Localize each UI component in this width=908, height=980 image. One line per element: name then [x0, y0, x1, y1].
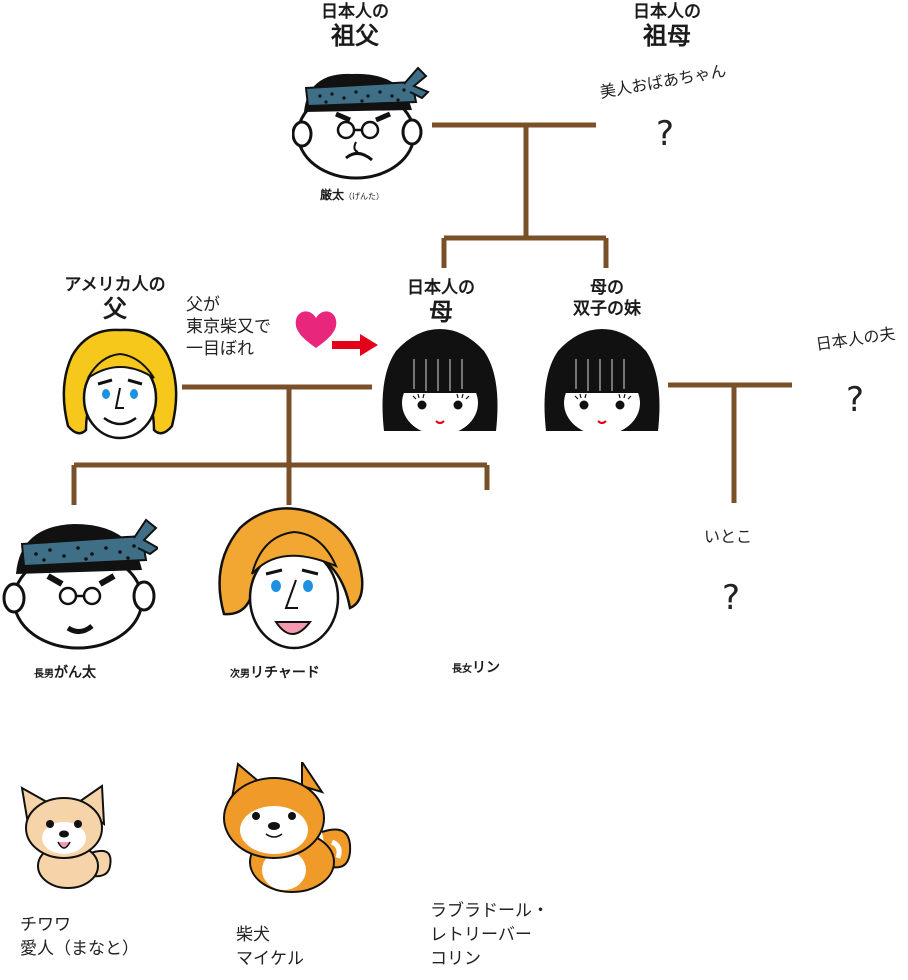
love-note-line3: 一目ぼれ: [186, 339, 254, 359]
love-note-line2: 東京柴又で: [186, 317, 271, 337]
grandmother-title-line1: 日本人の: [633, 2, 701, 22]
shiba-label-line1: 柴犬: [236, 925, 270, 945]
second-son-caption: 次男リチャード: [230, 662, 320, 682]
cousin-label: いとこ: [704, 527, 753, 546]
mother-bob-hair-face-icon: [378, 327, 502, 439]
eldest-son-face-icon: [2, 512, 158, 652]
aunt-title-line1: 母の: [590, 278, 624, 298]
eldest-daughter-name: リン: [472, 660, 500, 676]
grandfather-face-icon: [292, 62, 430, 182]
siblings-bar: [441, 235, 609, 268]
labrador-label-line3: コリン: [430, 949, 481, 969]
grandmother-title-line2: 祖母: [643, 21, 691, 50]
second-son-face-icon: [210, 504, 366, 654]
second-son-caption-prefix: 次男: [230, 669, 250, 680]
chihuahua-icon: [18, 784, 122, 890]
labrador-label-line2: レトリーバー: [430, 925, 532, 945]
blonde-father-face-icon: [58, 326, 182, 444]
eldest-daughter-caption-prefix: 長女: [452, 664, 472, 675]
aunt-title-line2: 双子の妹: [573, 299, 641, 319]
grandfather-title-line1: 日本人の: [321, 2, 389, 22]
uncle-unknown: ?: [846, 380, 865, 420]
love-note-line1: 父が: [186, 295, 220, 315]
heart-icon: [292, 306, 340, 354]
grandfather-name-caption: 厳太（げんた）: [320, 186, 384, 203]
cousin-unknown: ?: [722, 578, 741, 618]
father-title-line2: 父: [103, 294, 127, 323]
grandfather-name: 厳太: [320, 188, 345, 202]
mother-title-line1: 日本人の: [407, 278, 475, 298]
mother-title-line2: 母: [429, 297, 453, 326]
father-title-line1: アメリカ人の: [64, 275, 166, 295]
children-bar: [71, 462, 490, 505]
chihuahua-label-line2: 愛人（まなと）: [20, 939, 139, 959]
grandfather-title-line2: 祖父: [331, 21, 379, 50]
eldest-son-caption: 長男がん太: [34, 662, 96, 682]
labrador-label-line1: ラブラドール・: [430, 901, 549, 921]
grandmother-unknown: ?: [656, 114, 675, 154]
arrow-right-icon: [332, 334, 378, 360]
shiba-inu-icon: [218, 762, 354, 896]
second-son-name: リチャード: [250, 665, 320, 681]
chihuahua-label-line1: チワワ: [20, 915, 71, 935]
aunt-bob-hair-face-icon: [540, 327, 664, 439]
eldest-daughter-caption: 長女リン: [452, 657, 500, 677]
grandfather-name-reading: （げんた）: [344, 192, 385, 201]
eldest-son-name: がん太: [54, 665, 96, 681]
shiba-label-line2: マイケル: [236, 949, 304, 969]
eldest-son-caption-prefix: 長男: [34, 669, 54, 680]
